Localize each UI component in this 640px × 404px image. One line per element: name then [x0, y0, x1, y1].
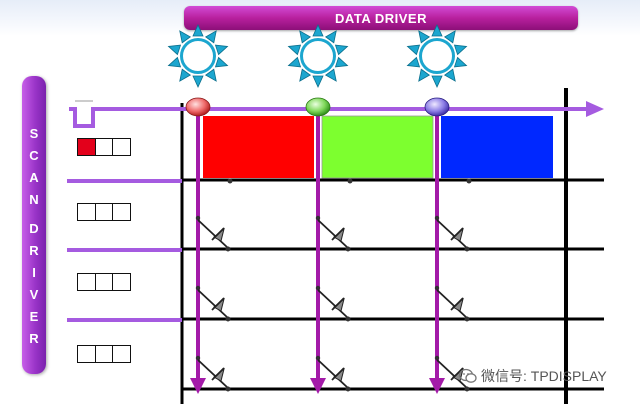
wechat-icon: [459, 368, 477, 383]
blue-driver-dot: [424, 97, 450, 117]
green-subpixel: [321, 115, 434, 179]
scan-letter: E: [29, 309, 39, 324]
tft-switch-icon: [194, 214, 232, 253]
data-line-arrowhead: [190, 378, 206, 394]
scan-letter: R: [29, 243, 39, 258]
scan-driver-bar: S C A N D R I V E R: [22, 76, 46, 374]
data-driver-bar: DATA DRIVER: [184, 6, 578, 30]
shift-register-row: [77, 345, 137, 365]
register-cell: [112, 203, 131, 221]
shift-register-row: [77, 273, 137, 293]
data-line-arrowhead: [429, 378, 445, 394]
data-line-arrowhead: [310, 378, 326, 394]
tft-switch-icon: [314, 214, 352, 253]
green-driver-dot: [305, 97, 331, 117]
watermark: 微信号: TPDISPLAY: [459, 365, 607, 387]
register-cell: [77, 203, 96, 221]
scan-letter: V: [29, 287, 39, 302]
register-cell: [77, 273, 96, 291]
tft-switch-icon: [194, 284, 232, 323]
connection-node: [466, 178, 472, 184]
shift-register-row: [77, 138, 137, 158]
scan-letter: I: [32, 265, 36, 280]
connection-node: [227, 178, 233, 184]
watermark-text: 微信号: TPDISPLAY: [481, 368, 607, 384]
tft-switch-icon: [433, 214, 471, 253]
register-cell: [94, 203, 114, 221]
tft-switch-icon: [314, 284, 352, 323]
register-cell: [112, 345, 131, 363]
register-cell: [77, 345, 96, 363]
red-driver-dot: [185, 97, 211, 117]
register-cell: [94, 138, 114, 156]
register-cell-active: [77, 138, 96, 156]
register-cell: [112, 138, 131, 156]
scan-pulse-arrowhead: [586, 101, 604, 117]
scan-letter: D: [29, 221, 39, 236]
light-burst-icon: [404, 23, 470, 89]
light-burst-icon: [165, 23, 231, 89]
scan-letter: A: [29, 170, 39, 185]
scan-letter: N: [29, 192, 39, 207]
shift-register-row: [77, 203, 137, 223]
red-subpixel: [203, 116, 314, 178]
register-cell: [94, 273, 114, 291]
scan-letter: S: [29, 126, 39, 141]
data-driver-label: DATA DRIVER: [335, 10, 427, 26]
light-burst-icon: [285, 23, 351, 89]
scan-letter: R: [29, 331, 39, 346]
scan-letter: C: [29, 148, 39, 163]
register-cell: [94, 345, 114, 363]
blue-subpixel: [441, 116, 553, 178]
register-cell: [112, 273, 131, 291]
scan-pulse-line: [69, 107, 586, 128]
tft-switch-icon: [433, 284, 471, 323]
connection-node: [347, 178, 353, 184]
